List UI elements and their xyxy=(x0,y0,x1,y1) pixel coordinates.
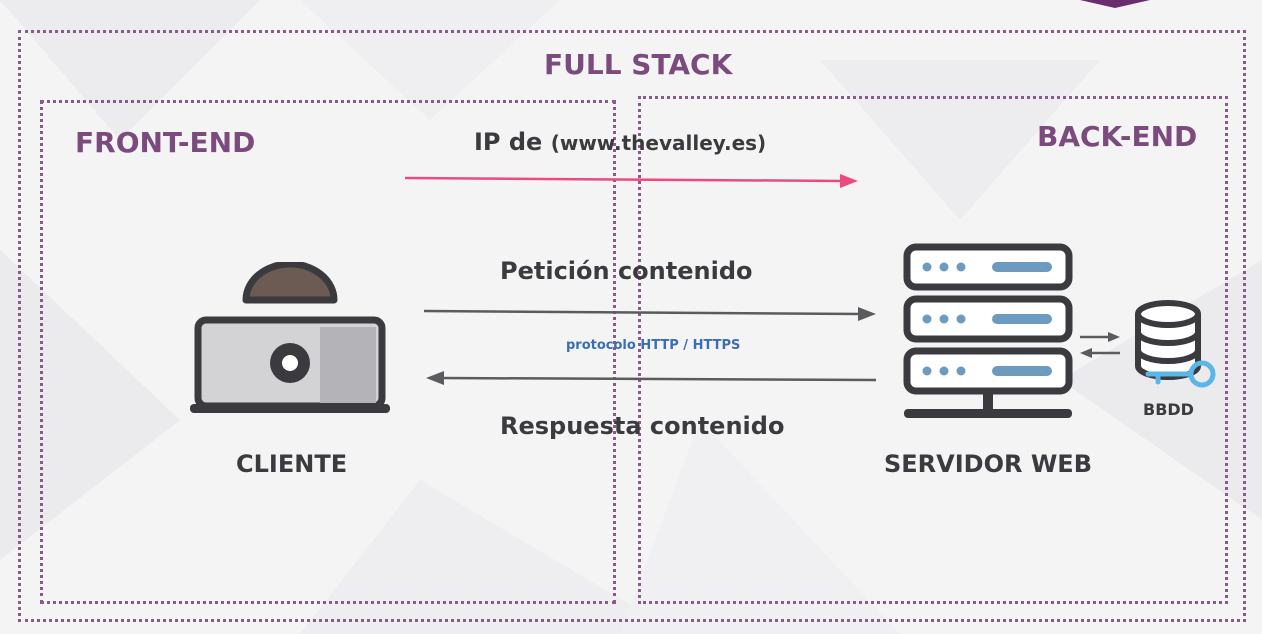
request-arrow xyxy=(423,307,876,321)
full-stack-box xyxy=(18,30,1246,622)
dns-arrow xyxy=(404,174,858,188)
server-label: SERVIDOR WEB xyxy=(884,450,1092,478)
back-end-title: BACK-END xyxy=(1037,120,1198,153)
database-key-icon xyxy=(1135,300,1216,388)
response-arrow xyxy=(426,371,877,385)
protocol-label: protocolo HTTP / HTTPS xyxy=(566,338,741,353)
laptop-user-icon xyxy=(190,262,390,413)
dns-request-label: IP de (www.thevalley.es) xyxy=(474,128,766,156)
response-label: Respuesta contenido xyxy=(500,412,785,440)
dns-request-prefix: IP de xyxy=(474,128,543,156)
back-end-box xyxy=(638,96,1228,604)
db-arrows xyxy=(1080,332,1120,358)
full-stack-title: FULL STACK xyxy=(544,48,733,81)
client-label: CLIENTE xyxy=(236,450,348,478)
server-icon xyxy=(903,243,1073,418)
front-end-title: FRONT-END xyxy=(75,126,256,159)
request-label: Petición contenido xyxy=(500,257,753,285)
front-end-box xyxy=(40,100,616,604)
database-label: BBDD xyxy=(1143,400,1194,419)
dns-request-host: (www.thevalley.es) xyxy=(550,131,767,155)
